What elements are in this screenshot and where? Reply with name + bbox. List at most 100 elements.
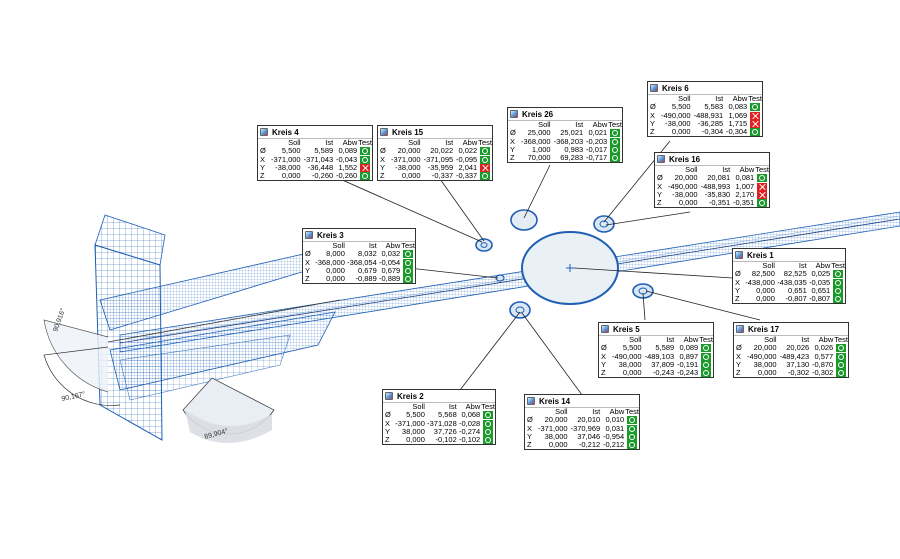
value-cell: -0,302: [811, 368, 834, 378]
test-cell: [748, 119, 762, 128]
circle-pass-icon: [757, 199, 768, 208]
circle-feature-icon: [657, 155, 665, 163]
value-cell: -368,203: [553, 136, 584, 146]
value-cell: 20,000: [674, 173, 698, 183]
value-cell: -0,243: [676, 368, 699, 378]
axis-label: Ø: [650, 102, 656, 112]
value-cell: -0,304: [701, 127, 724, 137]
value-cell: 0,089: [679, 343, 699, 353]
test-cell: Test: [401, 241, 415, 250]
cross-fail-icon: [360, 163, 371, 172]
axis-label: X: [601, 351, 607, 361]
cross-fail-icon: [750, 111, 761, 120]
value-cell: -490,000: [611, 351, 642, 361]
circle-feature-icon: [736, 325, 744, 333]
value-cell: 2,041: [458, 162, 478, 172]
test-cell: [625, 432, 639, 441]
angle-dimensions: 90,916° 90,167° 89,904°: [43, 299, 341, 444]
value-cell: -0,889: [355, 274, 377, 284]
test-cell: [481, 411, 495, 420]
axis-label: X: [260, 154, 266, 164]
circle-feature-icon: [527, 397, 535, 405]
circle-feature-icon: [380, 128, 388, 136]
value-cell: 0,021: [588, 128, 608, 138]
test-cell: [401, 266, 415, 275]
axis-label: Z: [735, 294, 740, 304]
test-cell: Test: [699, 335, 713, 344]
value-cell: -36,448: [307, 162, 334, 172]
value-cell: -368,000: [315, 257, 345, 267]
test-cell: [478, 172, 492, 181]
value-cell: -38,000: [665, 118, 691, 128]
test-cell: [748, 111, 762, 120]
circle-feature-icon: [650, 84, 658, 92]
circle-pass-icon: [610, 137, 621, 146]
box-title: Kreis 16: [669, 154, 701, 164]
value-cell: -0,337: [455, 171, 478, 181]
value-cell: Soll: [678, 94, 691, 103]
value-cell: 5,589: [655, 343, 675, 353]
circle-pass-icon: [836, 352, 847, 361]
value-cell: Abw: [815, 261, 831, 270]
value-cell: -0,807: [785, 294, 807, 304]
value-cell: 20,000: [544, 415, 568, 425]
value-cell: Soll: [412, 402, 425, 411]
axis-label: Ø: [380, 146, 386, 156]
value-cell: -0,717: [585, 153, 608, 163]
axis-label: Ø: [527, 415, 533, 425]
angle-label-2: 90,167°: [61, 390, 87, 403]
axis-label: X: [305, 257, 311, 267]
axis-label: Y: [650, 118, 656, 128]
test-cell: [608, 154, 622, 163]
axis-label: Ø: [305, 249, 311, 259]
value-cell: 1,552: [338, 162, 358, 172]
circle-pass-icon: [833, 278, 844, 287]
box-title: Kreis 4: [272, 127, 299, 137]
circle-pass-icon: [833, 286, 844, 295]
circle-pass-icon: [403, 250, 414, 259]
circle-kreis2: [509, 301, 531, 319]
test-cell: [834, 352, 848, 361]
test-cell: [358, 163, 372, 172]
value-cell: -0,260: [335, 171, 358, 181]
value-cell: -0,260: [311, 171, 334, 181]
axis-label: Y: [385, 426, 391, 436]
test-cell: [755, 199, 769, 208]
value-cell: 0,679: [381, 265, 401, 275]
value-cell: -368,000: [520, 136, 551, 146]
axis-label: Z: [385, 435, 390, 445]
value-cell: -438,035: [777, 277, 807, 287]
circle-feature-icon: [260, 128, 268, 136]
value-cell: -489,423: [779, 351, 810, 361]
value-cell: -0,870: [811, 359, 834, 369]
test-cell: [625, 416, 639, 425]
circle-pass-icon: [701, 344, 712, 353]
value-cell: Ist: [801, 335, 810, 344]
axis-label: X: [527, 423, 533, 433]
axis-label: Z: [527, 440, 532, 450]
cross-fail-icon: [480, 163, 491, 172]
value-cell: -38,000: [672, 189, 698, 199]
value-cell: -0,043: [335, 154, 358, 164]
value-cell: -490,000: [667, 181, 698, 191]
circle-feature-icon: [510, 110, 518, 118]
circle-pass-icon: [480, 155, 491, 164]
value-cell: 0,000: [678, 198, 698, 208]
value-cell: -370,969: [570, 423, 601, 433]
test-cell: [358, 172, 372, 181]
value-cell: Abw: [592, 120, 608, 129]
value-cell: -0,017: [585, 144, 608, 154]
